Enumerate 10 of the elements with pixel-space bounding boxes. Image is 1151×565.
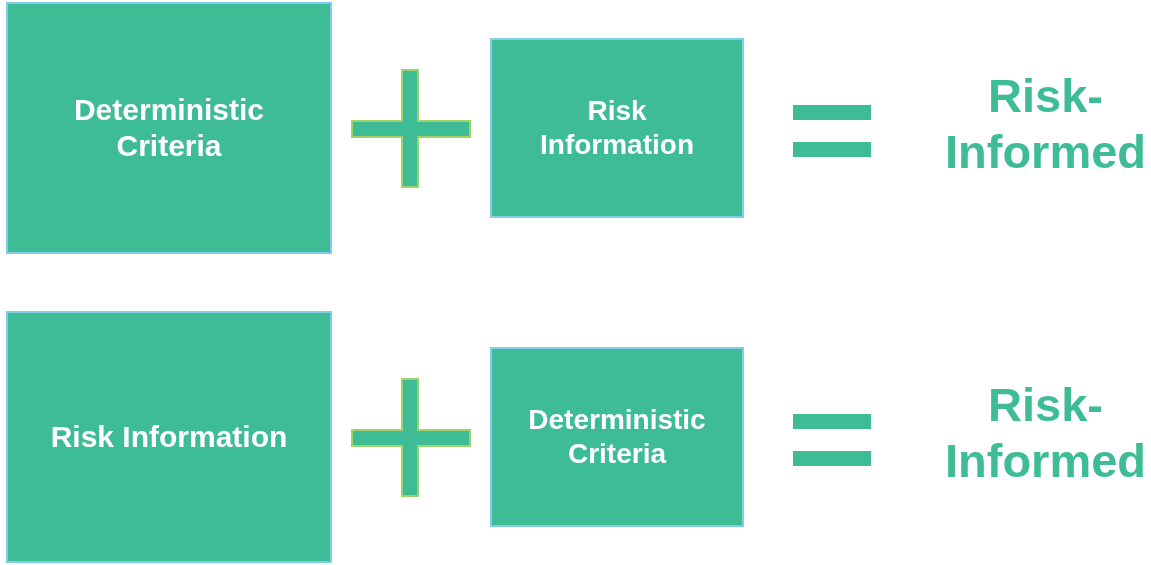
process-box [6,311,332,563]
box-label: Deterministic Criteria [72,92,266,164]
box-label: Risk Information [50,419,288,455]
result-label: Risk-Informed [943,377,1148,489]
result-label: Risk-Informed [943,68,1148,180]
process-box [6,2,332,254]
box-label: Deterministic Criteria [527,403,707,471]
process-box [490,347,744,527]
box-label: Risk Information [539,94,695,162]
process-box [490,38,744,218]
